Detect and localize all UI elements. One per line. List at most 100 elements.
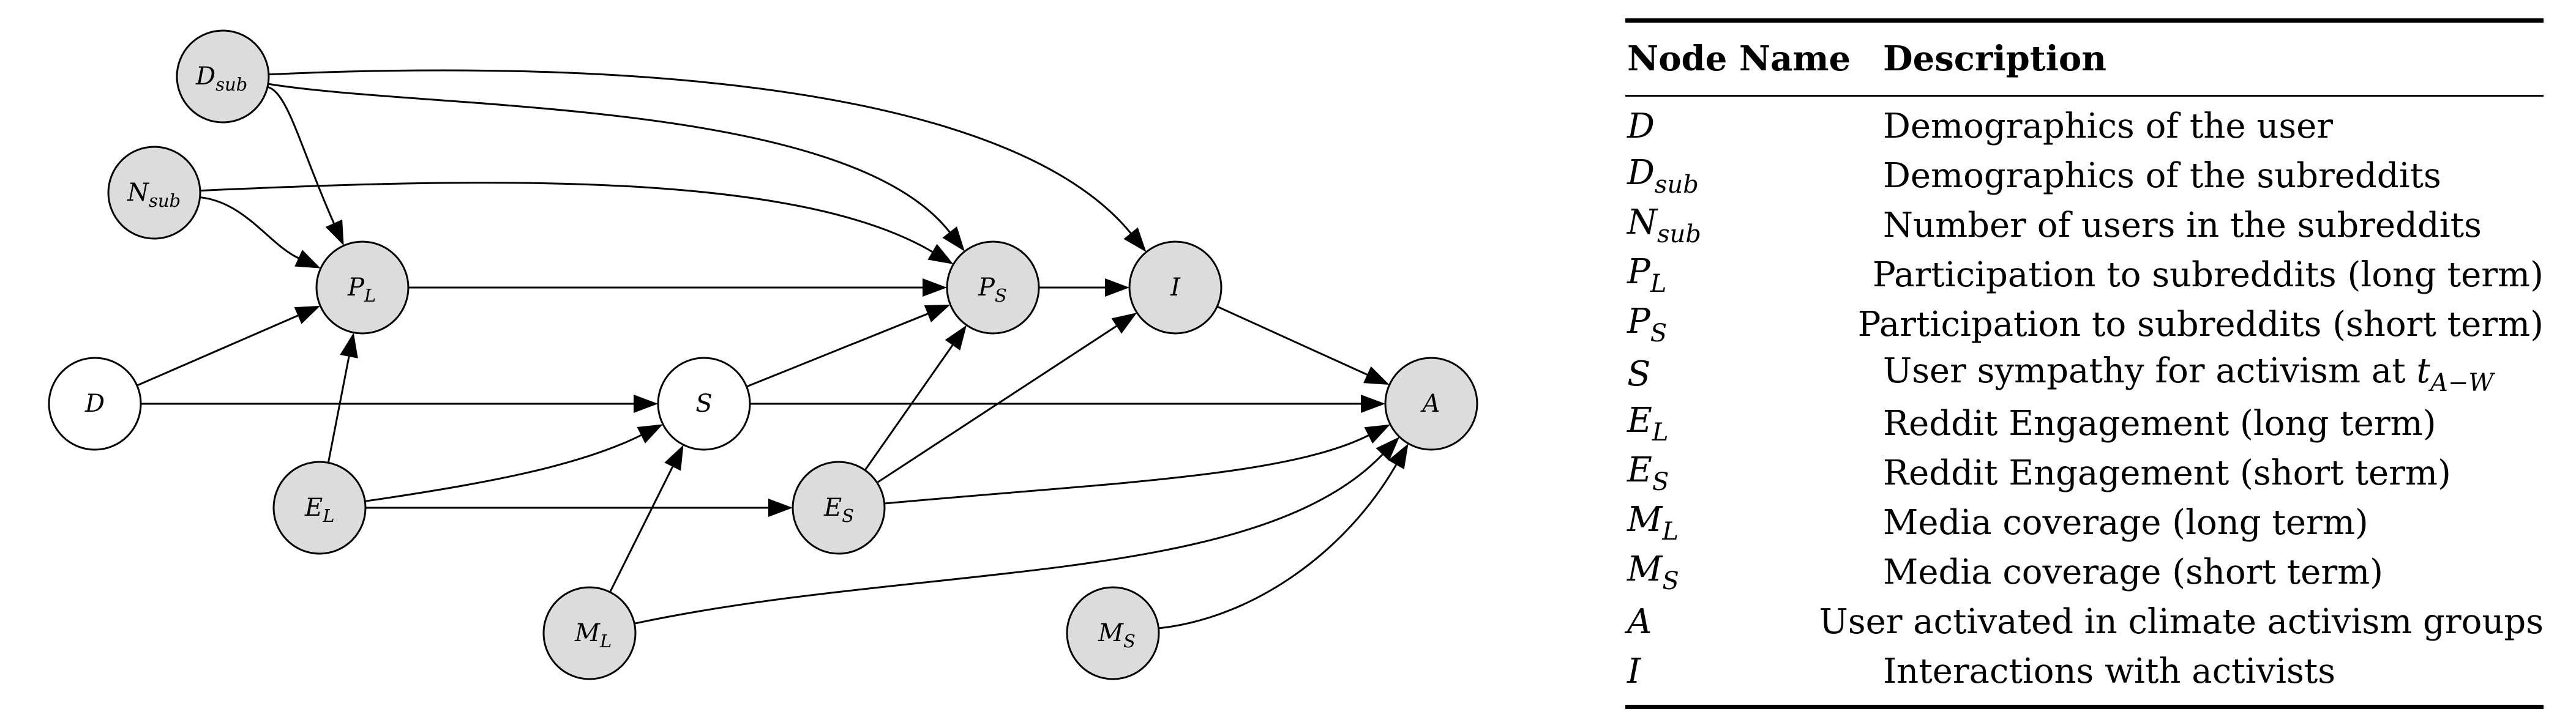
description-cell: Demographics of the user xyxy=(1883,106,2334,146)
node-label-S: S xyxy=(695,390,712,418)
edge-D_sub-to-P_S xyxy=(268,83,951,233)
node-label-A: A xyxy=(1420,390,1440,418)
arrowhead-M_L-to-A xyxy=(1376,437,1400,461)
description-cell: Number of users in the subreddits xyxy=(1883,206,2482,245)
node-N_sub: Nsub xyxy=(107,146,201,240)
node-label-M_S: MS xyxy=(1098,619,1136,652)
edge-N_sub-to-P_L xyxy=(200,196,299,259)
node-label-P_L: PL xyxy=(347,273,376,306)
arrowhead-M_S-to-A xyxy=(1388,444,1409,470)
node-circle-N_sub xyxy=(107,146,201,240)
node-label-D: D xyxy=(84,390,105,418)
arrowhead-E_L-to-S xyxy=(637,424,663,444)
edge-I-to-A xyxy=(1216,305,1368,376)
table-header-rule xyxy=(1625,95,2544,97)
arrowhead-E_S-to-P_S xyxy=(945,325,967,351)
edge-S-to-P_S xyxy=(746,313,928,388)
arrowhead-E_L-to-P_L xyxy=(340,332,358,359)
edge-M_L-to-S xyxy=(609,466,674,593)
node-P_S: PS xyxy=(946,240,1040,335)
node-E_S: ES xyxy=(792,461,886,555)
table-row: Nsub Number of users in the subreddits xyxy=(1625,201,2544,250)
node-D: D xyxy=(48,357,142,451)
arrowhead-D_sub-to-P_L xyxy=(325,219,344,246)
description-cell: Interactions with activists xyxy=(1883,652,2335,691)
arrowhead-D_sub-to-I xyxy=(1123,227,1147,253)
arrowhead-E_S-to-A xyxy=(1364,424,1391,444)
description-cell: Reddit Engagement (long term) xyxy=(1883,404,2436,444)
table-header-row: Node Name Description xyxy=(1625,23,2544,95)
node-name-cell: D xyxy=(1627,106,1655,146)
node-name-cell: I xyxy=(1627,652,1641,691)
node-label-N_sub: Nsub xyxy=(127,179,181,211)
edge-E_L-to-S xyxy=(365,434,642,502)
edge-E_L-to-P_L xyxy=(327,356,350,463)
arrowhead-S-to-A xyxy=(1361,395,1385,413)
node-name-cell: PL xyxy=(1627,252,1667,298)
header-description: Description xyxy=(1883,39,2106,79)
table-top-rule xyxy=(1625,18,2544,23)
node-label-E_S: ES xyxy=(823,494,854,526)
arrowhead-N_sub-to-P_L xyxy=(294,250,321,269)
node-name-cell: S xyxy=(1627,354,1651,394)
description-cell: Media coverage (long term) xyxy=(1883,503,2368,543)
node-name-cell: Nsub xyxy=(1627,202,1701,248)
table-bottom-rule xyxy=(1625,705,2544,709)
arrowhead-E_S-to-I xyxy=(1111,313,1137,334)
header-node-name: Node Name xyxy=(1627,39,1851,79)
arrowhead-P_S-to-I xyxy=(1105,278,1129,297)
arrowhead-P_L-to-P_S xyxy=(923,278,947,297)
arrowhead-E_L-to-E_S xyxy=(768,499,793,517)
description-cell: Reddit Engagement (short term) xyxy=(1883,453,2451,493)
node-label-D_sub: Dsub xyxy=(195,62,247,95)
edges-layer xyxy=(137,69,1409,630)
description-cell: Media coverage (short term) xyxy=(1883,552,2384,592)
node-D_sub: Dsub xyxy=(176,29,270,124)
node-legend-table: Node Name Description D Demographics of t… xyxy=(1625,18,2544,709)
node-name-cell: ML xyxy=(1627,500,1679,546)
node-circle-E_S xyxy=(792,461,886,555)
description-cell: Participation to subreddits (short term) xyxy=(1857,305,2544,344)
edge-D_sub-to-I xyxy=(268,69,1132,234)
node-name-cell: Dsub xyxy=(1627,153,1699,199)
node-name-cell: MS xyxy=(1627,549,1679,595)
node-label-E_L: EL xyxy=(304,494,334,526)
node-I: I xyxy=(1128,240,1222,335)
node-name-cell: ES xyxy=(1627,450,1669,496)
table-row: I Interactions with activists xyxy=(1625,647,2544,696)
node-circle-D xyxy=(48,357,142,451)
node-circle-E_L xyxy=(272,461,367,555)
node-circle-M_L xyxy=(542,586,637,680)
node-circle-I xyxy=(1128,240,1222,335)
description-cell: User activated in climate activism group… xyxy=(1819,602,2544,642)
arrowhead-S-to-P_S xyxy=(924,305,951,322)
node-M_S: MS xyxy=(1066,586,1160,680)
description-cell: Demographics of the subreddits xyxy=(1883,156,2441,196)
table-row: Dsub Demographics of the subreddits xyxy=(1625,151,2544,201)
node-circle-P_L xyxy=(315,240,410,335)
table-row: MS Media coverage (short term) xyxy=(1625,548,2544,597)
node-label-P_S: PS xyxy=(978,273,1007,306)
edge-M_S-to-A xyxy=(1158,464,1397,630)
edge-D-to-P_L xyxy=(137,314,299,387)
arrowhead-D-to-P_L xyxy=(294,305,321,324)
node-name-cell: EL xyxy=(1627,401,1669,447)
node-E_L: EL xyxy=(272,461,367,555)
edge-E_S-to-I xyxy=(876,325,1117,484)
table-row: D Demographics of the user xyxy=(1625,102,2544,151)
node-A: A xyxy=(1384,357,1478,451)
node-circle-S xyxy=(657,357,751,451)
node-M_L: ML xyxy=(542,586,637,680)
node-circle-A xyxy=(1384,357,1478,451)
node-S: S xyxy=(657,357,751,451)
edge-N_sub-to-P_S xyxy=(200,182,933,253)
table-row: ES Reddit Engagement (short term) xyxy=(1625,448,2544,498)
edge-D_sub-to-P_L xyxy=(267,86,335,224)
arrowhead-N_sub-to-P_S xyxy=(927,243,954,264)
time-symbol: tA−W xyxy=(2405,351,2494,397)
